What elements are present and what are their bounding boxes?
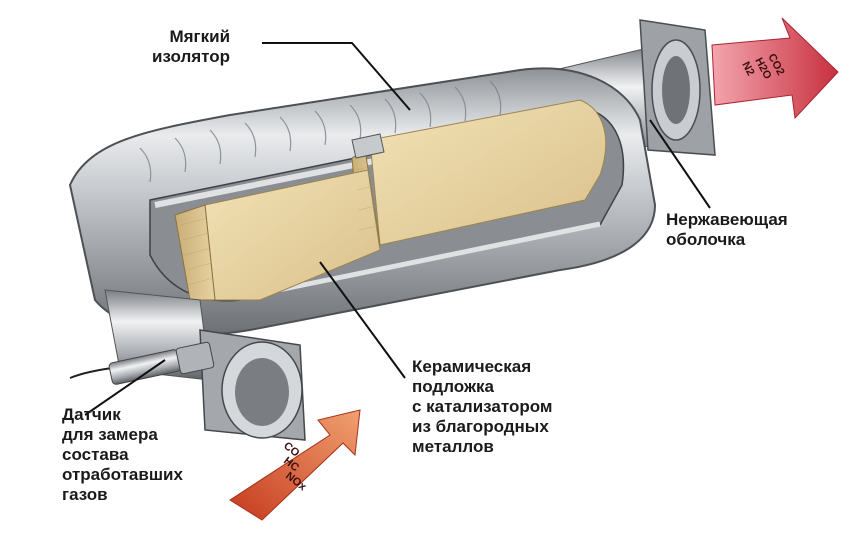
label-shell-line-2: оболочка [666, 230, 788, 250]
label-sensor: Датчик для замера состава отработавших г… [62, 405, 183, 505]
label-sensor-line-3: состава [62, 445, 183, 465]
label-sensor-line-2: для замера [62, 425, 183, 445]
label-substrate-line-3: с катализатором [412, 397, 552, 417]
label-insulator-line-1: Мягкий [152, 27, 230, 47]
label-substrate: Керамическая подложка с катализатором из… [412, 357, 552, 457]
label-substrate-line-5: металлов [412, 437, 552, 457]
outlet-gas-arrow: CO2 H2O N2 [712, 18, 838, 118]
label-insulator: Мягкий изолятор [152, 27, 230, 67]
label-insulator-line-2: изолятор [152, 47, 230, 67]
label-sensor-line-5: газов [62, 485, 183, 505]
label-shell: Нержавеющая оболочка [666, 210, 788, 250]
label-sensor-line-4: отработавших [62, 465, 183, 485]
label-shell-line-1: Нержавеющая [666, 210, 788, 230]
label-substrate-line-1: Керамическая [412, 357, 552, 377]
label-sensor-line-1: Датчик [62, 405, 183, 425]
label-substrate-line-2: подложка [412, 377, 552, 397]
label-substrate-line-4: из благородных [412, 417, 552, 437]
